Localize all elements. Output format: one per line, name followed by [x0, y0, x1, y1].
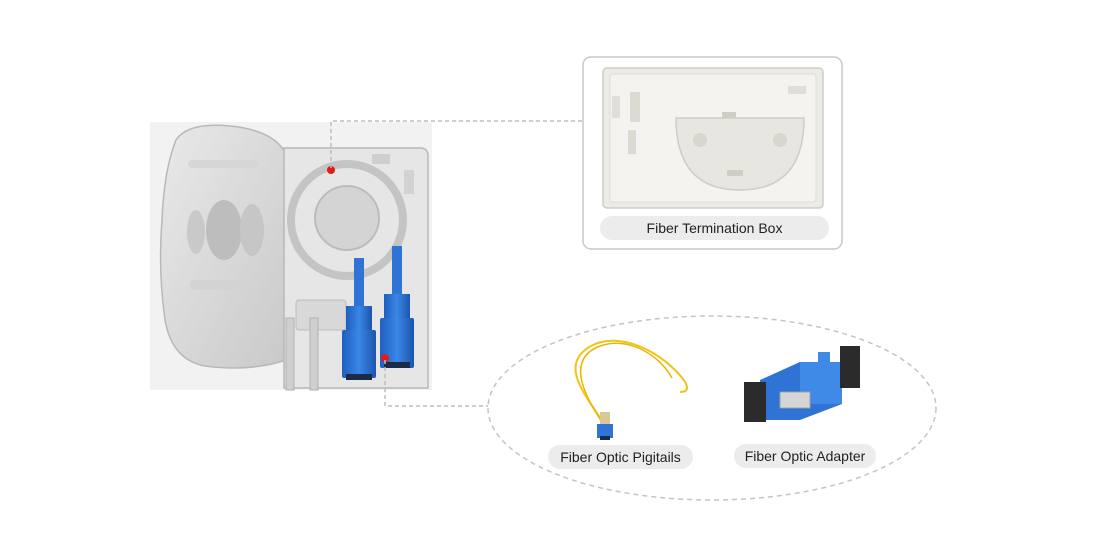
- spool-hole-3: [187, 210, 205, 254]
- adapter-image: [744, 346, 860, 422]
- pigtails-label: Fiber Optic Pigitails: [548, 445, 693, 469]
- marker-box: [327, 166, 335, 174]
- pigtail-image: [574, 339, 688, 440]
- sc-connector-left: [342, 258, 376, 380]
- callout-accessories-ellipse: [487, 315, 937, 501]
- sc-connector-right: [380, 246, 414, 368]
- leader-line-accessories: [384, 360, 488, 407]
- marker-adapter: [381, 354, 389, 362]
- spool-hole-2: [240, 204, 264, 256]
- termination-box-label: Fiber Termination Box: [600, 216, 829, 240]
- leader-line-box: [330, 120, 583, 168]
- termination-box-image: [602, 67, 824, 209]
- adapter-label: Fiber Optic Adapter: [734, 444, 876, 468]
- spool-hole-1: [206, 200, 242, 260]
- termination-box-photo: [150, 122, 432, 391]
- cable-entry-hole: [314, 185, 380, 251]
